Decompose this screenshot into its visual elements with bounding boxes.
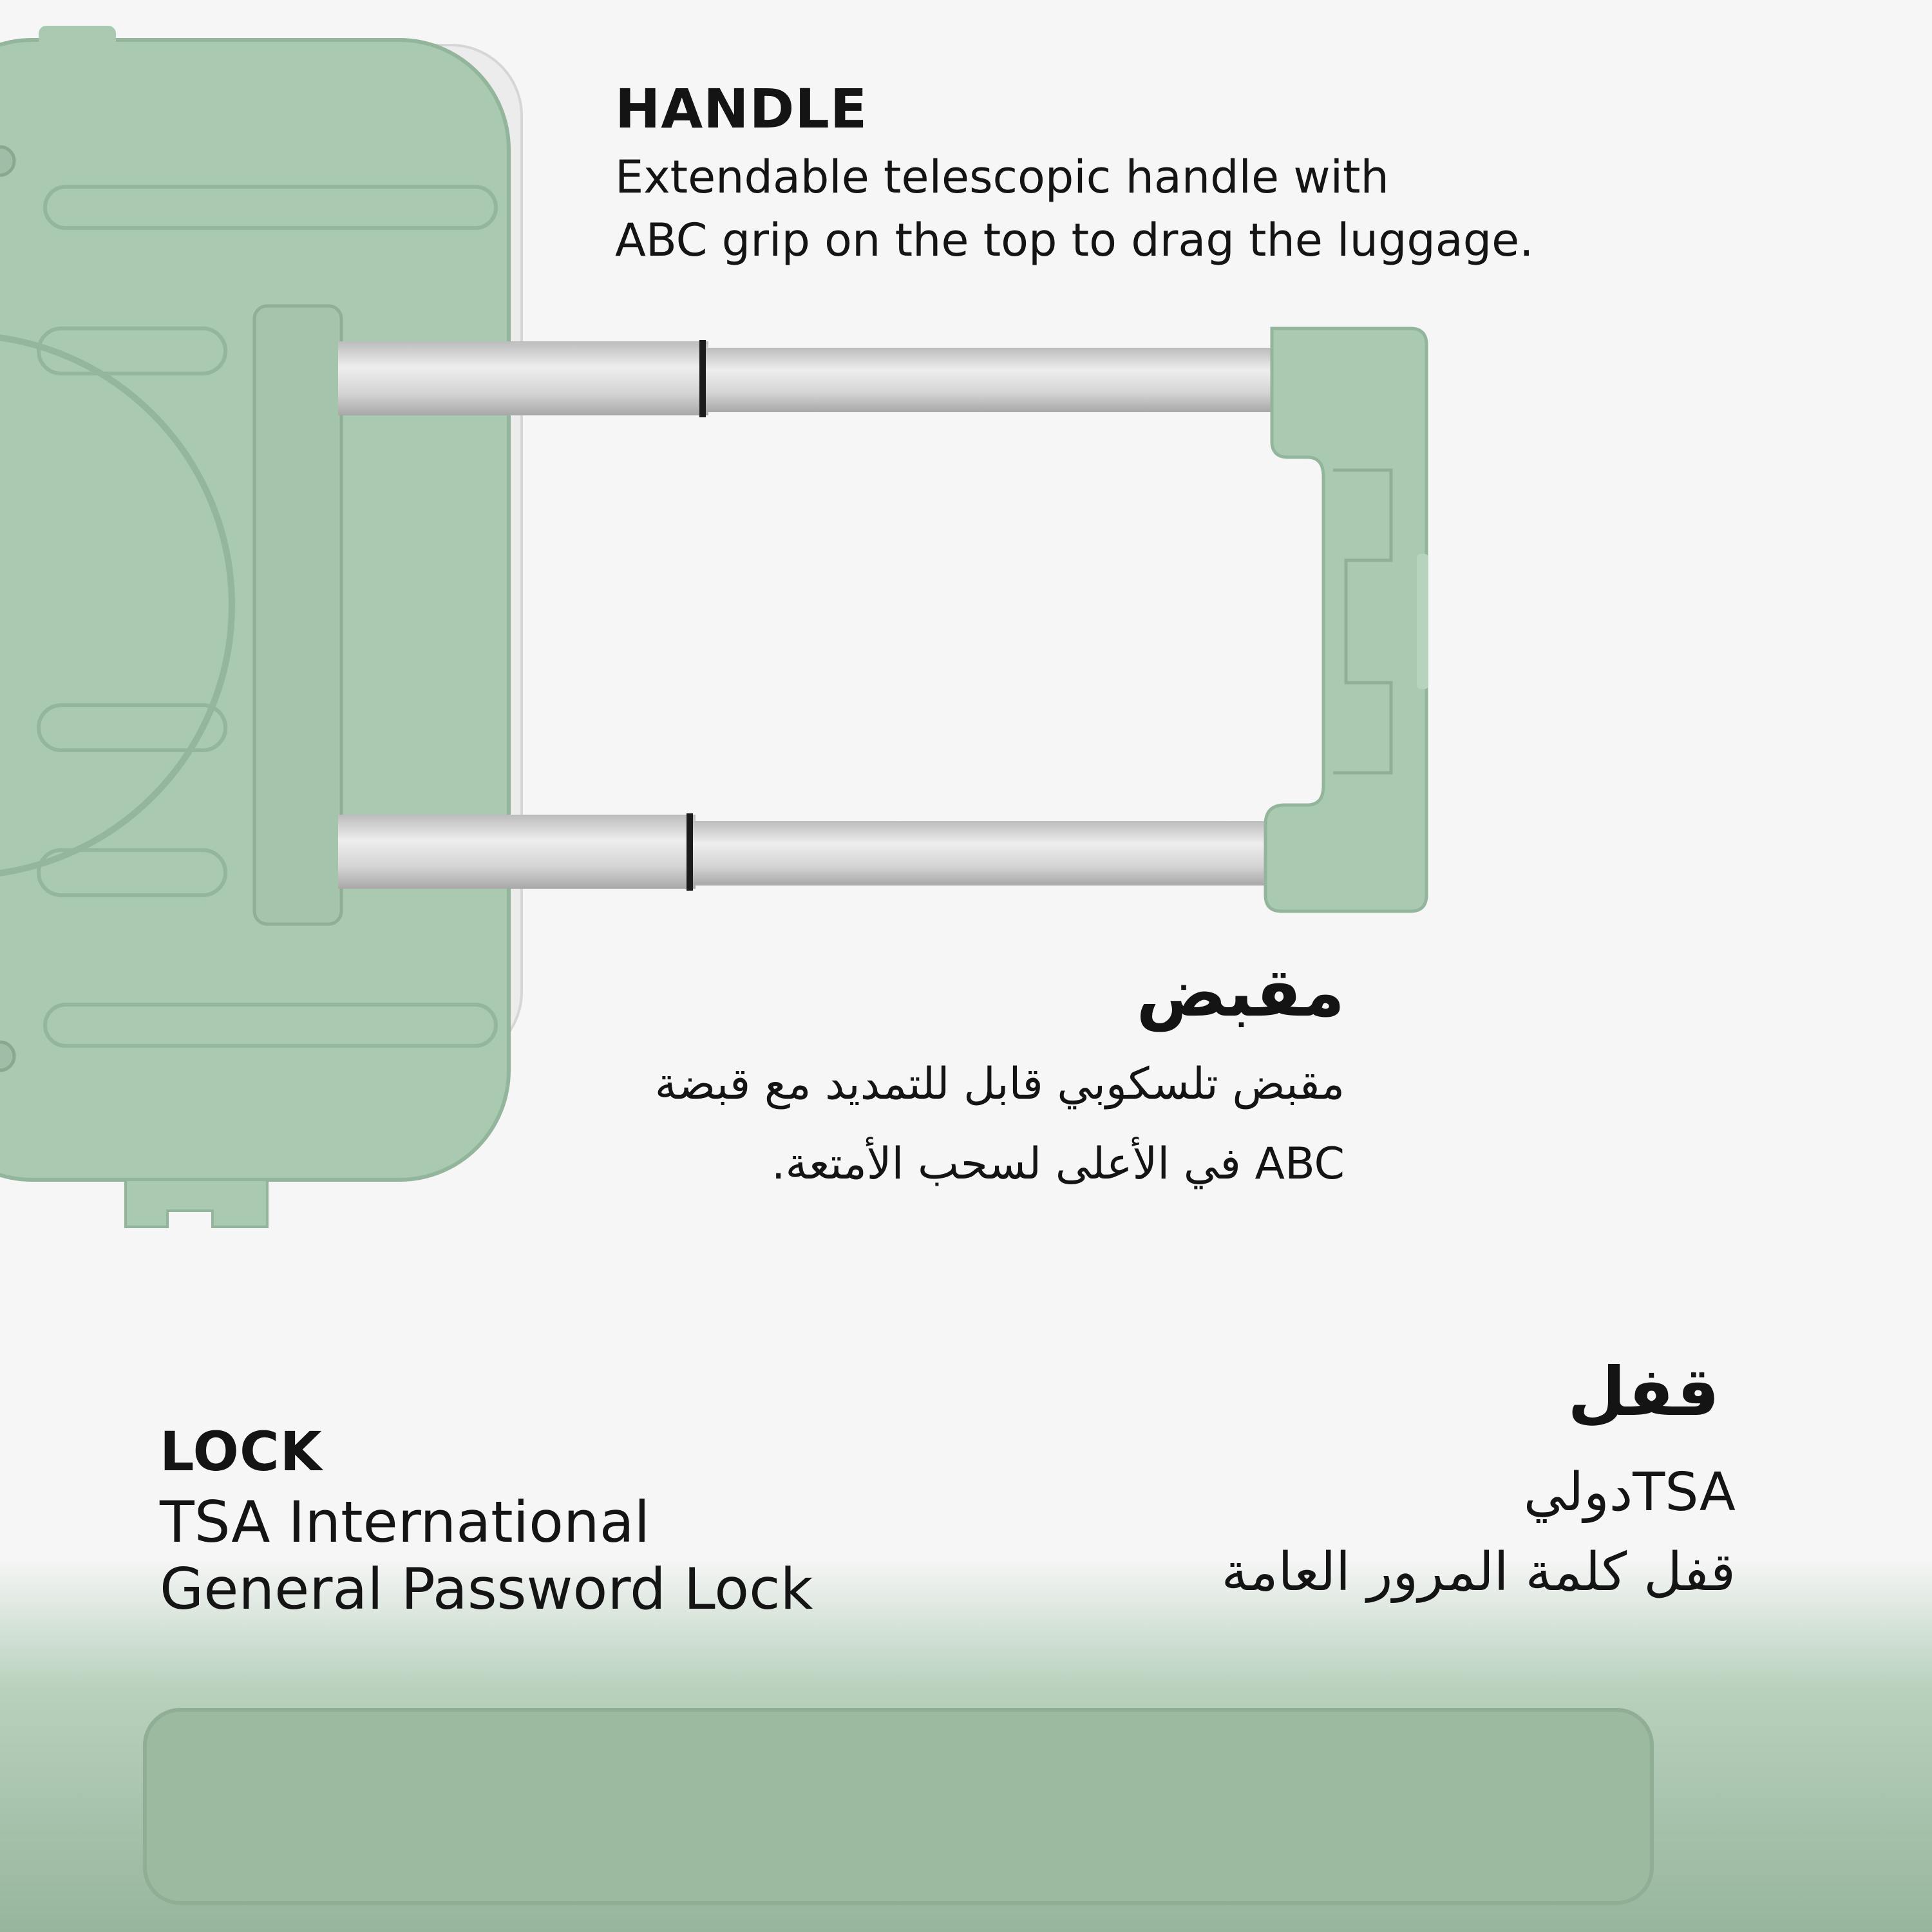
handle-housing bbox=[252, 304, 343, 926]
lock-title-arabic: قفل bbox=[1567, 1352, 1719, 1431]
handle-description-arabic-line-1: مقبض تلسكوبي قابل للتمديد مع قبضة bbox=[654, 1059, 1345, 1110]
handle-description-line-1: Extendable telescopic handle with bbox=[615, 151, 1389, 204]
lock-description: TSA International General Password Lock bbox=[160, 1489, 813, 1623]
lock-description-line-1: TSA International bbox=[160, 1489, 650, 1555]
handle-title-arabic: مقبض bbox=[1136, 953, 1345, 1032]
bottom-handle-bar bbox=[145, 1710, 1652, 1903]
telescopic-tubes bbox=[338, 340, 1282, 891]
lock-description-line-2: General Password Lock bbox=[160, 1556, 813, 1622]
lock-title: LOCK bbox=[160, 1420, 323, 1483]
handle-description-arabic: مقبض تلسكوبي قابل للتمديد مع قبضة ABC في… bbox=[655, 1045, 1345, 1204]
lock-description-arabic: TSAدولي قفل كلمة المرور العامة bbox=[1222, 1453, 1736, 1613]
handle-description-arabic-line-2: ABC في الأعلى لسحب الأمتعة. bbox=[771, 1139, 1345, 1189]
handle-description-line-2: ABC grip on the top to drag the luggage. bbox=[615, 214, 1534, 267]
lock-description-arabic-line-1: TSAدولي bbox=[1523, 1462, 1736, 1523]
handle-grip bbox=[1264, 327, 1428, 913]
lock-description-arabic-line-2: قفل كلمة المرور العامة bbox=[1221, 1542, 1736, 1603]
handle-title: HANDLE bbox=[615, 77, 868, 140]
handle-description: Extendable telescopic handle with ABC gr… bbox=[615, 146, 1533, 272]
